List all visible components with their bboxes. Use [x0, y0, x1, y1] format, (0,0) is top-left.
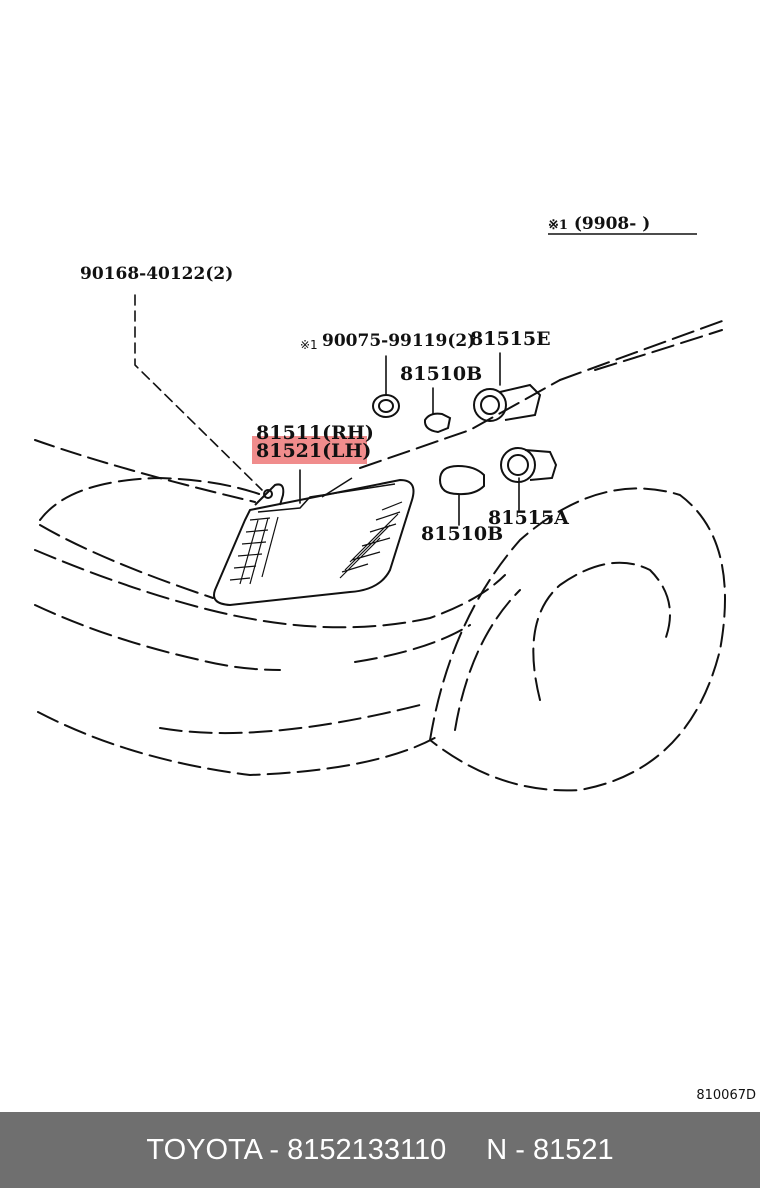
corner-lamp: [213, 477, 415, 607]
footer-brand-part: TOYOTA - 8152133110: [146, 1133, 447, 1166]
label-81515E[interactable]: 81515E: [470, 328, 551, 350]
bumper-line-2: [34, 604, 281, 671]
hood-line-2: [559, 319, 726, 381]
bumper-line-1: [34, 549, 506, 629]
label-81521-lh[interactable]: 81521(LH): [256, 440, 372, 462]
bulb-small-top: [423, 412, 452, 434]
headlamp-outline: [39, 477, 263, 521]
footer-n-part: N - 81521: [486, 1133, 614, 1166]
label-90075-99119[interactable]: 90075-99119(2): [322, 331, 476, 351]
gasket-part: [372, 394, 400, 418]
label-81515A[interactable]: 81515A: [488, 507, 569, 529]
hood-line: [359, 379, 561, 469]
diagram-ref-code: 810067D: [696, 1088, 756, 1103]
headlamp-lower: [39, 524, 214, 599]
wheel-arch: [429, 487, 726, 792]
label-81511-rh[interactable]: 81511(RH): [256, 422, 374, 444]
footer-bar: TOYOTA - 8152133110 N - 81521: [0, 1112, 760, 1188]
bumper-line-3: [354, 624, 471, 663]
leader-screw: [134, 294, 263, 491]
bulb-large: [438, 464, 485, 496]
parts-diagram: [34, 233, 726, 792]
wheel-circle: [532, 561, 671, 701]
socket-e: [473, 383, 542, 422]
fender-top: [594, 329, 723, 371]
socket-a: [500, 447, 558, 483]
highlight-81521: [252, 436, 367, 464]
bumper-line-4: [37, 711, 441, 776]
label-note-mark: ※1: [300, 338, 318, 352]
label-81510B-bottom[interactable]: 81510B: [421, 523, 504, 545]
note-mark: ※1: [548, 218, 568, 233]
note-range: (9908- ): [573, 214, 651, 234]
body-line-top: [34, 439, 256, 503]
note-label: ※1 (9908- ): [548, 214, 650, 234]
wheel-arch-inner: [454, 589, 521, 731]
label-90168-40122[interactable]: 90168-40122(2): [80, 264, 234, 284]
label-81510B-top[interactable]: 81510B: [400, 363, 483, 385]
bumper-inner: [159, 704, 421, 735]
